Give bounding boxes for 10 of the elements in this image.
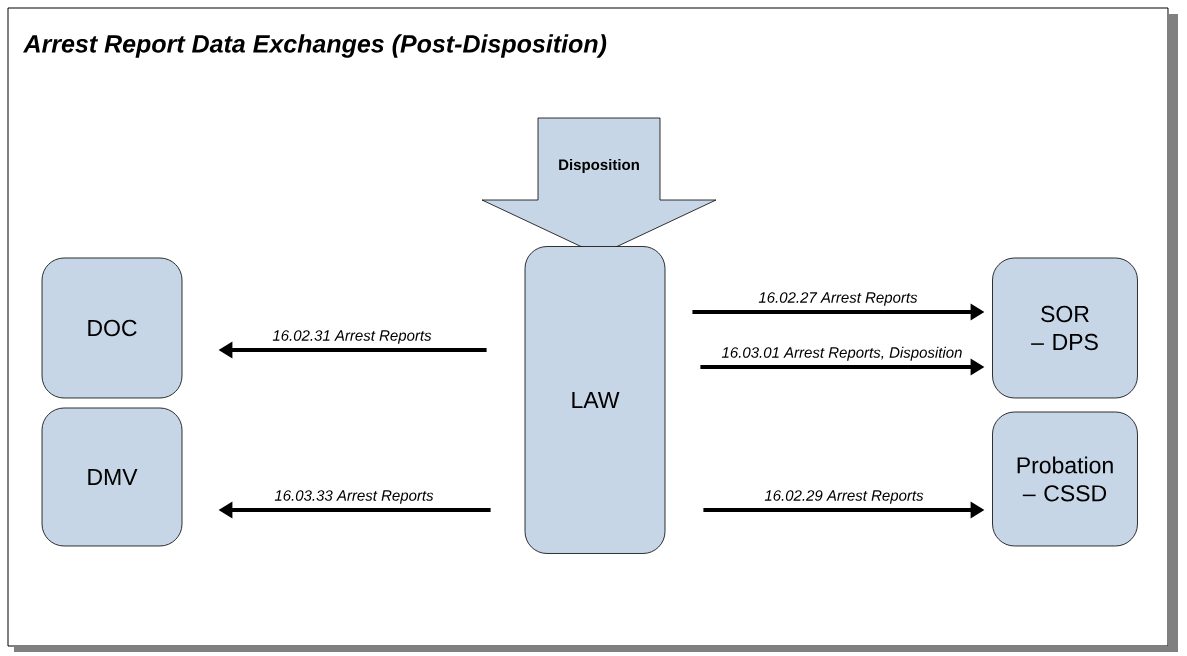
agency-box: Probation – CSSD [992, 411, 1138, 547]
edge-label: 16.02.27 Arrest Reports [757, 291, 919, 307]
edge-label: 16.02.29 Arrest Reports [763, 489, 925, 505]
edge-label: 16.03.33 Arrest Reports [273, 489, 435, 505]
agency-box: DMV [41, 407, 183, 547]
agency-box: SOR – DPS [992, 257, 1138, 399]
edge-label: 16.02.31 Arrest Reports [271, 329, 433, 345]
agency-box: DOC [41, 257, 183, 399]
agency-box: LAW [524, 246, 666, 554]
title: Arrest Report Data Exchanges (Post-Disposition) [23, 34, 607, 58]
